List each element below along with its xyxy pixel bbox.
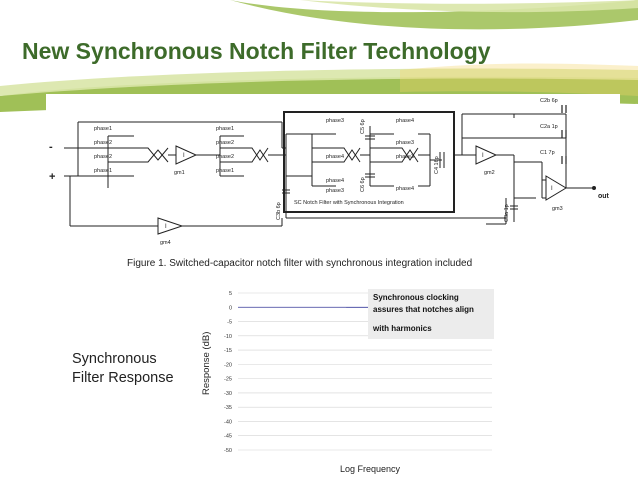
side-label-line-2: Filter Response [72,370,174,386]
y-tick-label: -40 [224,419,232,425]
y-tick-label: -20 [224,362,232,368]
amplifier-gm3 [545,175,567,201]
side-label: Synchronous Filter Response [72,350,174,388]
cap-label-c3a: C3a 1p [504,204,510,222]
y-tick-label: -50 [224,448,232,454]
cap-label-c6: C6 6p [360,177,366,192]
input-plus-label: + [49,171,55,183]
switch-label-box-right-3: phase3 [396,154,414,160]
amp-symbol-gm4: I [165,224,167,230]
switch-label-box-right-4: phase4 [396,186,414,192]
switch-label-mid-1: phase1 [216,126,234,132]
amplifier-gm2 [475,145,498,165]
header-swoosh [230,0,638,30]
amp-label-gm1: gm1 [174,170,185,176]
chart-y-ticks: 5 0 -5 -10 -15 -20 -25 -30 -35 -40 -45 -50 [224,291,232,454]
schematic-panel: phase1 phase2 phase2 phase1 phase1 phase… [46,94,620,262]
cap-label-c4: C4 16p [434,156,440,174]
chart-x-axis-label: Log Frequency [340,464,401,474]
switch-label-box-left-3: phase4 [326,178,344,184]
header-swoosh-light [300,0,638,13]
amplifier-gm4 [157,217,184,235]
annotation-line-2: assures that notches align [373,305,474,314]
switch-label-mid-2: phase2 [216,140,234,146]
notch-filter-schematic: phase1 phase2 phase2 phase1 phase1 phase… [49,98,610,246]
switch-label-mid-4: phase1 [216,168,234,174]
y-tick-label: -15 [224,348,232,354]
y-tick-label: -30 [224,391,232,397]
switch-label-box-left-2: phase4 [326,154,344,160]
response-chart: 50-5-10-15-20-25-30-35-40-45-50 fc3fc5fc… [201,289,494,474]
amplifier-gm1 [175,145,198,165]
switch-label-left-4: phase1 [94,168,112,174]
amp-symbol-gm3: I [551,186,553,192]
mid-swoosh-glow [400,63,638,96]
cap-label-c5: C5 6p [360,119,366,134]
input-minus-label: - [49,141,53,153]
y-tick-label: 0 [229,305,232,311]
amp-symbol-gm2: I [482,153,484,159]
cap-label-c2a: C2a 1p [540,124,558,130]
switch-label-box-right-1: phase4 [396,118,414,124]
switch-label-box-left-1: phase3 [326,118,344,124]
amp-label-gm2: gm2 [484,170,495,176]
annotation-line-3: with harmonics [372,324,432,333]
switch-label-left-3: phase2 [94,154,112,160]
output-label: out [598,193,610,200]
amp-label-gm4: gm4 [160,240,171,246]
annotation-line-1: Synchronous clocking [373,293,459,302]
y-tick-label: -5 [227,320,232,326]
switch-label-left-1: phase1 [94,126,112,132]
mid-swoosh-light [0,68,638,96]
schematic-box-label: SC Notch Filter with Synchronous Integra… [294,200,404,206]
switch-label-mid-3: phase2 [216,154,234,160]
cap-label-c1: C1 7p [540,150,555,156]
switch-label-box-right-2: phase3 [396,140,414,146]
switch-label-left-2: phase2 [94,140,112,146]
y-tick-label: -10 [224,334,232,340]
amp-label-gm3: gm3 [552,206,563,212]
side-label-line-1: Synchronous [72,351,157,367]
slide-title: New Synchronous Notch Filter Technology [22,38,491,64]
annotation-box [368,289,494,339]
chart-y-axis-label: Response (dB) [201,332,212,395]
cap-label-c2b: C2b 6p [540,98,558,104]
y-tick-label: -45 [224,434,232,440]
y-tick-label: 5 [229,291,232,297]
figure-caption: Figure 1. Switched-capacitor notch filte… [127,258,473,269]
switch-label-box-left-4: phase3 [326,188,344,194]
cap-label-c3b: C3b 6p [276,202,282,220]
y-tick-label: -25 [224,377,232,383]
amp-symbol-gm1: I [183,153,185,159]
y-tick-label: -35 [224,405,232,411]
